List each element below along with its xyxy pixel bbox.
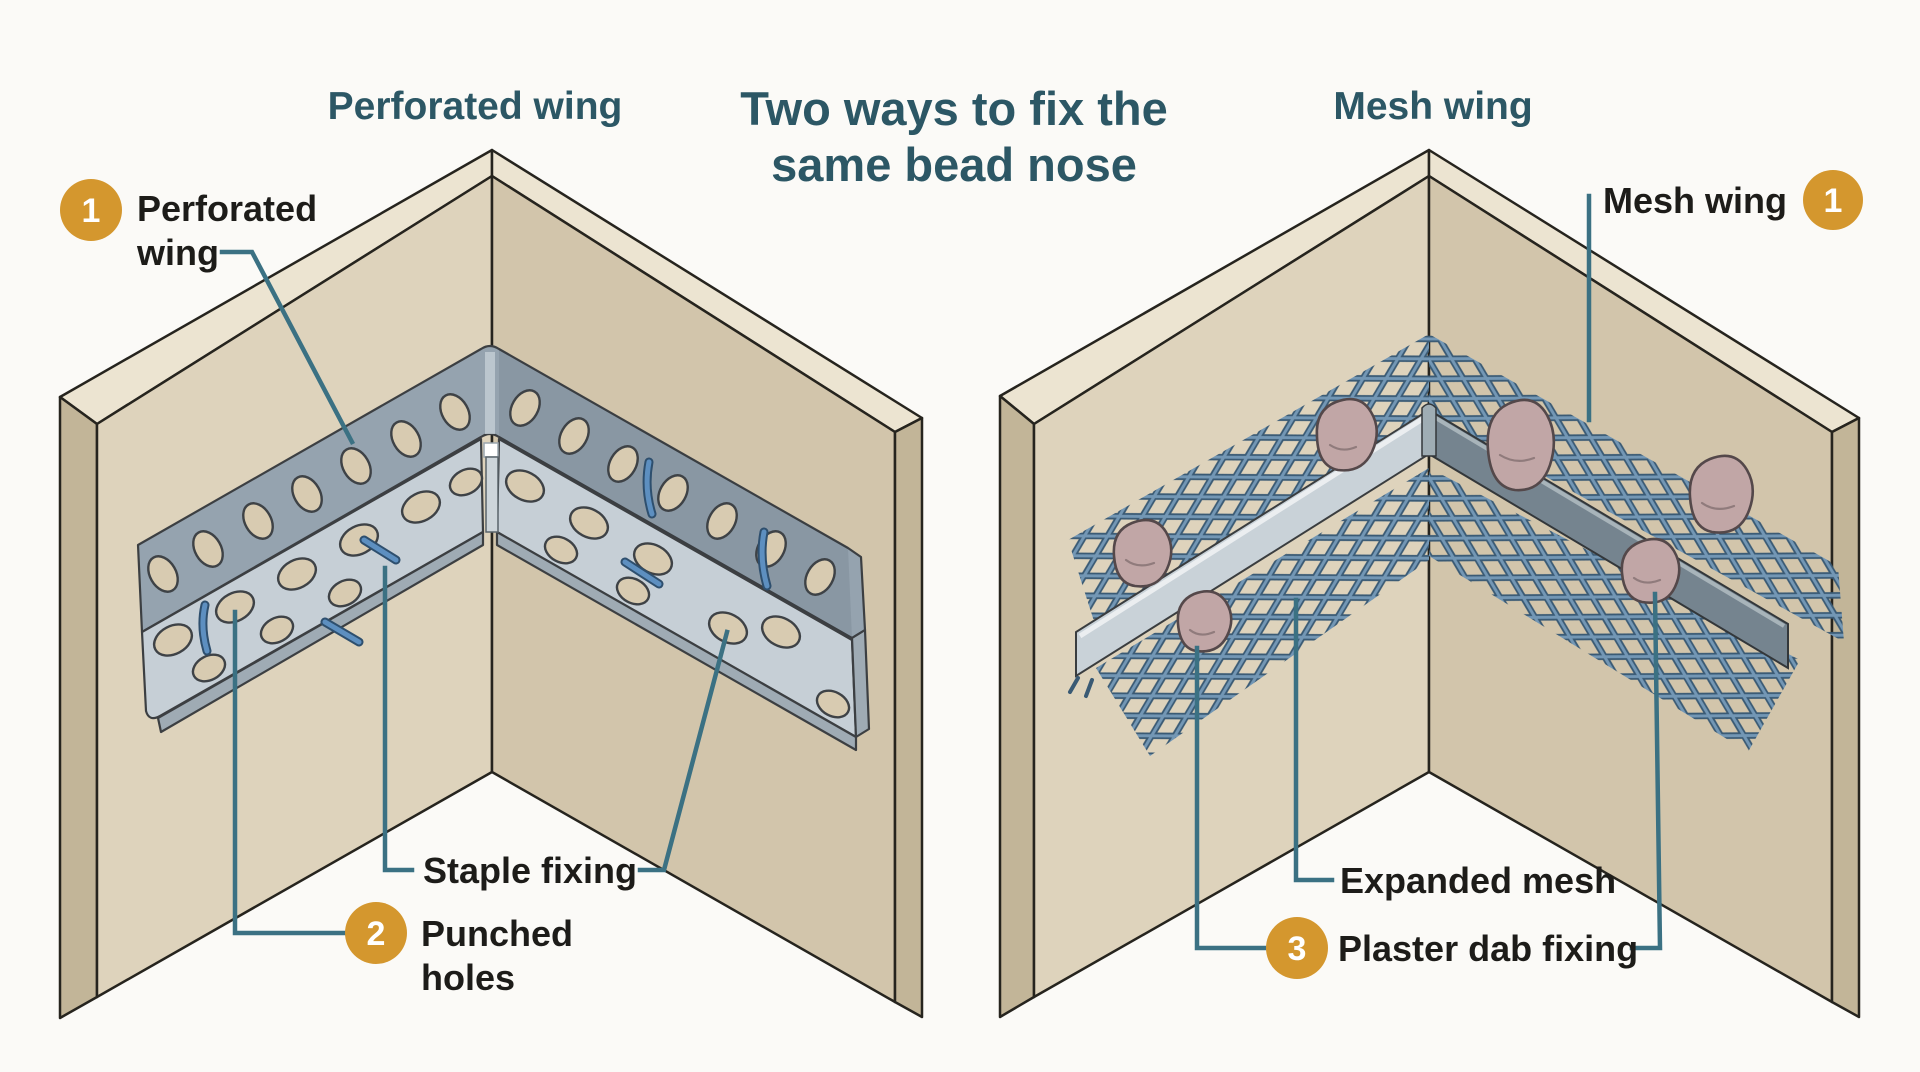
- dab-detail: [1188, 628, 1216, 636]
- perforated-wing-label-line2: wing: [136, 232, 219, 273]
- leader-punched-holes: [232, 609, 347, 936]
- punched-holes-front-right: [504, 469, 851, 719]
- bead-nose-edge: [485, 456, 499, 533]
- callout-number-1-right: 1: [1824, 182, 1843, 220]
- nose-end-tails: [1068, 676, 1094, 698]
- bead-nose-notch: [483, 442, 499, 458]
- callout-circle-3: [1266, 917, 1328, 979]
- leader-staple-fixing-right: [637, 629, 730, 873]
- staple-icon: [620, 557, 664, 589]
- punched-holes-label-line2: holes: [421, 957, 515, 998]
- leader-plaster-dab-right: [1629, 591, 1663, 951]
- plaster-dab: [1620, 537, 1681, 604]
- perforated-wing-label-line1: Perforated: [137, 188, 317, 229]
- dab-detail: [1700, 501, 1736, 510]
- plaster-dab: [1176, 590, 1233, 653]
- staple-icon: [198, 600, 212, 656]
- page-title-line2: same bead nose: [771, 138, 1137, 191]
- left-heading: Perforated wing: [328, 85, 623, 128]
- punched-holes-front-left: [152, 467, 484, 683]
- leader-perforated-wing: [219, 249, 356, 446]
- callout-circle-2: [345, 902, 407, 964]
- page-title-line1: Two ways to fix the: [740, 82, 1167, 135]
- staple-icon: [359, 535, 401, 565]
- nose-bend: [1421, 403, 1437, 457]
- bead-end-cap: [850, 628, 871, 739]
- plaster-dabs: [1112, 397, 1755, 653]
- plaster-dab: [1486, 398, 1556, 492]
- punched-holes-label-line1: Punched: [421, 913, 573, 954]
- mesh-lower-right: [1429, 468, 1800, 752]
- dab-detail: [1328, 443, 1358, 451]
- callout-circle-1: [60, 179, 122, 241]
- expanded-mesh-label: Expanded mesh: [1340, 860, 1616, 901]
- mesh-lower-left: [1096, 468, 1429, 756]
- dab-detail: [1632, 576, 1662, 584]
- bead-nose-highlight: [485, 352, 495, 434]
- left-wall-corner: [58, 148, 924, 1020]
- dab-detail: [1498, 453, 1536, 462]
- right-heading: Mesh wing: [1333, 85, 1532, 128]
- right-wall-side-face: [1830, 416, 1861, 1019]
- punched-holes-top-left: [147, 393, 471, 593]
- callout-number-3: 3: [1288, 930, 1307, 968]
- leader-expanded-mesh: [1293, 597, 1335, 883]
- right-wall-side-face: [893, 416, 924, 1019]
- leader-staple-fixing-left: [382, 565, 415, 873]
- plaster-dab: [1315, 397, 1379, 472]
- right-diagram: Mesh wing Mesh wing 1 Expanded mesh 3 Pl…: [998, 85, 1863, 1019]
- left-diagram: Perforated wing 1 Perforated wing Staple…: [58, 85, 924, 1020]
- staples: [198, 457, 772, 656]
- mesh-wing-label: Mesh wing: [1603, 180, 1787, 221]
- plaster-dab-label: Plaster dab fixing: [1338, 928, 1638, 969]
- staple-icon: [757, 527, 772, 591]
- staple-fixing-label: Staple fixing: [423, 850, 637, 891]
- callout-number-2: 2: [367, 915, 386, 953]
- staple-icon: [320, 617, 364, 647]
- staple-icon: [642, 457, 657, 519]
- perforated-corner-bead: [136, 344, 871, 752]
- plaster-dab: [1688, 454, 1755, 534]
- dab-detail: [1124, 558, 1156, 567]
- leader-plaster-dab-left: [1194, 645, 1267, 951]
- bead-bottom-lip-left: [156, 530, 485, 734]
- bead-bottom-lip-right: [495, 530, 858, 752]
- callout-circle-1-right: [1803, 170, 1863, 230]
- left-wall-side-face: [998, 394, 1036, 1019]
- plaster-dab: [1112, 518, 1173, 588]
- callout-number-1: 1: [82, 192, 101, 230]
- left-wall-side-face: [58, 395, 99, 1020]
